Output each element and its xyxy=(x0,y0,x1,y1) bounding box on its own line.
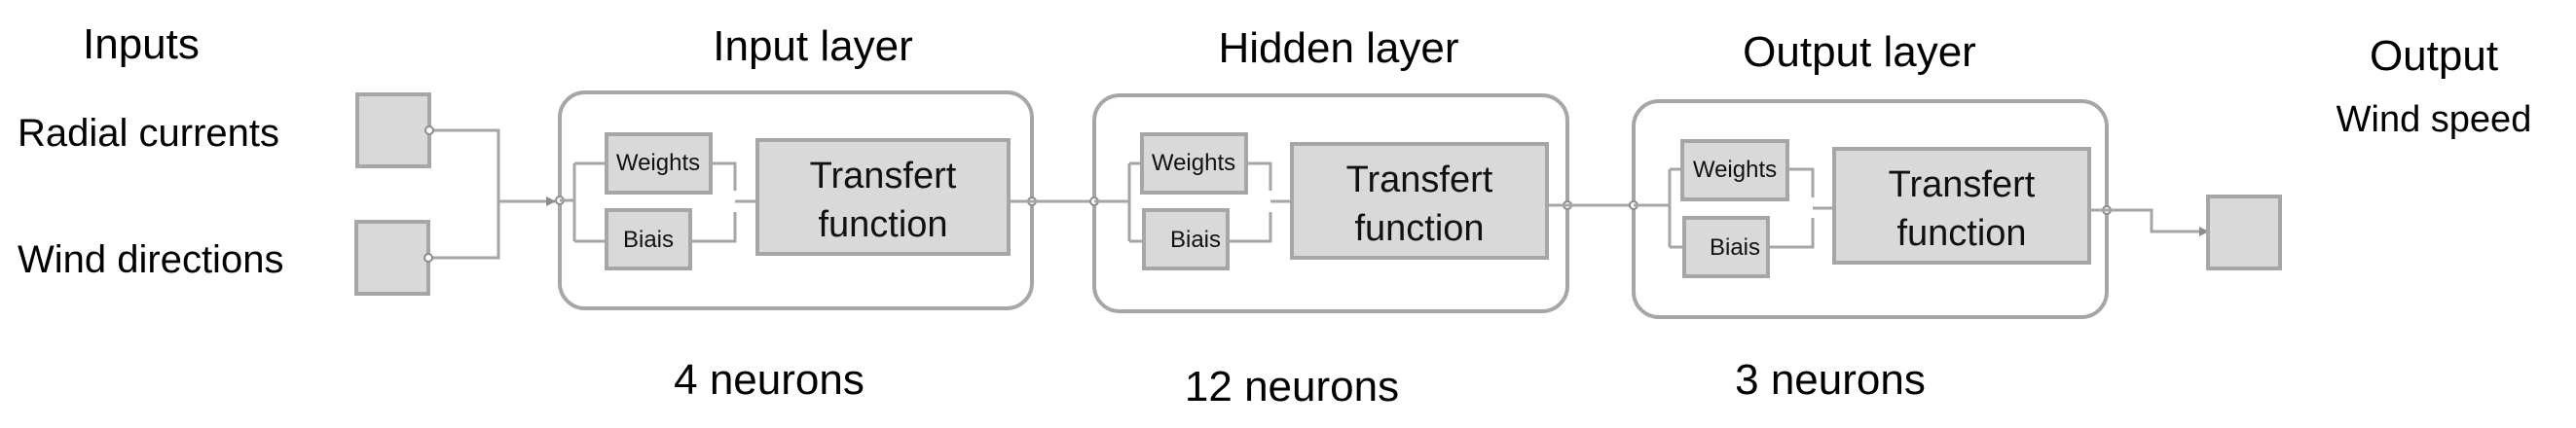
transfer-label-input-line2: function xyxy=(818,204,947,245)
input-node-wind-directions xyxy=(354,220,430,296)
input-label-wind-directions: Wind directions xyxy=(18,238,283,281)
layer-title-input: Input layer xyxy=(713,22,912,70)
output-arrow xyxy=(2089,208,2209,236)
neuron-count-hidden: 12 neurons xyxy=(1185,363,1399,410)
weights-label-output: Weights xyxy=(1693,157,1777,183)
input-port-2 xyxy=(423,253,433,263)
inputs-title: Inputs xyxy=(83,20,200,68)
weights-box-input xyxy=(605,132,713,195)
input-port-1 xyxy=(424,125,434,135)
neuron-count-input: 4 neurons xyxy=(674,356,865,404)
transfer-label-hidden-line2: function xyxy=(1354,208,1484,249)
input-wire-1 xyxy=(429,128,500,201)
output-title: Output xyxy=(2370,32,2498,80)
layer-output-merge-wire xyxy=(1768,167,1834,249)
bias-label-hidden: Biais xyxy=(1170,227,1221,253)
transfer-label-output-line1: Transfert xyxy=(1889,164,2036,205)
weights-label-hidden: Weights xyxy=(1152,150,1235,176)
layer-title-output: Output layer xyxy=(1743,28,1976,76)
output-node-wind-speed xyxy=(2206,195,2282,270)
input-node-radial-currents xyxy=(355,92,431,168)
neuron-count-output: 3 neurons xyxy=(1735,356,1926,404)
transfer-label-input-line1: Transfert xyxy=(810,156,957,196)
input-wire-2 xyxy=(428,201,500,260)
layer-input-merge-wire xyxy=(690,161,757,243)
bias-label-input: Biais xyxy=(623,227,674,253)
bias-box-output xyxy=(1682,216,1770,278)
bias-box-input xyxy=(605,208,692,270)
transfer-function-box-hidden xyxy=(1290,142,1549,260)
transfer-label-hidden-line1: Transfert xyxy=(1346,160,1493,200)
bias-label-output: Biais xyxy=(1710,234,1760,261)
weights-label-input: Weights xyxy=(616,150,700,176)
layer-output-split-wire xyxy=(1634,167,1684,249)
layer-input-split-wire xyxy=(560,161,607,243)
bias-box-hidden xyxy=(1142,208,1230,270)
input-label-radial-currents: Radial currents xyxy=(18,112,279,155)
output-label-wind-speed: Wind speed xyxy=(2337,99,2532,140)
transfer-function-box-input xyxy=(755,138,1011,256)
layer-title-hidden: Hidden layer xyxy=(1218,24,1458,72)
transfer-function-box-output xyxy=(1832,147,2091,265)
transfer-label-output-line2: function xyxy=(1896,213,2026,254)
layer-hidden-merge-wire xyxy=(1228,161,1292,243)
layer-hidden-split-wire xyxy=(1094,161,1144,243)
weights-box-output xyxy=(1680,139,1789,201)
